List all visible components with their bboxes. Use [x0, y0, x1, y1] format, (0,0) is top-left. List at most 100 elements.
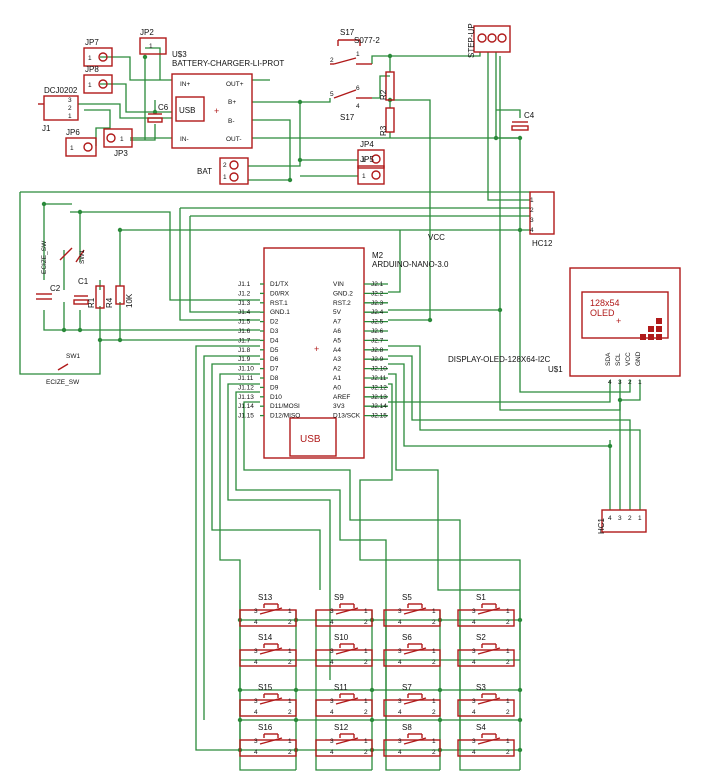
nano-left-pin-label: D8 — [270, 375, 279, 382]
nano-left-pin-label: D1/TX — [270, 281, 289, 288]
nano-right-pin-label: 3V3 — [333, 403, 345, 410]
capacitor-c6: C6 — [147, 103, 169, 123]
svg-text:2: 2 — [506, 619, 510, 626]
svg-text:2: 2 — [628, 515, 632, 522]
keypad-switch-label: S8 — [402, 723, 412, 732]
svg-text:4: 4 — [608, 515, 612, 522]
nano-left-pin-label: D9 — [270, 384, 279, 391]
bat-label: BAT — [197, 167, 212, 176]
svg-text:R4: R4 — [105, 297, 114, 308]
jumper-jp6: 1 JP6 — [65, 128, 97, 157]
svg-text:3: 3 — [472, 648, 476, 655]
s17-value: S077-2 — [354, 36, 380, 45]
charger-name: U$3 — [172, 50, 187, 59]
wire-layer — [19, 47, 641, 771]
hc12-connector: 1 2 3 4 HC12 — [529, 191, 555, 248]
nano-left-pin-label: D7 — [270, 366, 279, 373]
svg-text:3: 3 — [254, 738, 258, 745]
nano-left-pin-num: J1.3 — [238, 300, 251, 307]
nano-right-pin-num: J2.11 — [371, 375, 387, 382]
charger-out-minus: OUT- — [226, 136, 242, 143]
nano-right-pin-label: A3 — [333, 356, 341, 363]
svg-text:1: 1 — [364, 608, 368, 615]
nano-right-pin-num: J2.10 — [371, 366, 387, 373]
resistor-r4: R4 10K — [105, 285, 134, 308]
nano-right-pin-num: J2.2 — [371, 290, 384, 297]
charger-usb-label: USB — [179, 106, 195, 115]
charger-b-plus: B+ — [228, 99, 236, 106]
svg-text:2: 2 — [364, 619, 368, 626]
nano-right-pin-num: J2.1 — [371, 281, 384, 288]
svg-text:3: 3 — [398, 608, 402, 615]
nano-right-pin-label: VIN — [333, 281, 344, 288]
nano-left-pin-num: J1.7 — [238, 337, 251, 344]
nano-right-pin-num: J2.5 — [371, 319, 384, 326]
svg-text:1: 1 — [362, 157, 366, 164]
jp8-label: JP8 — [85, 65, 99, 74]
charger-value: BATTERY-CHARGER-LI-PROT — [172, 59, 284, 68]
svg-text:4: 4 — [398, 619, 402, 626]
svg-text:4: 4 — [356, 103, 360, 110]
keypad-switch-label: S9 — [334, 593, 344, 602]
nano-right-pin-label: GND.2 — [333, 290, 353, 297]
nano-right-pin-num: J2.8 — [371, 347, 384, 354]
resistor-r2: R2 — [379, 71, 395, 101]
nano-right-pin-label: A0 — [333, 384, 341, 391]
charger-out-plus: OUT+ — [226, 81, 244, 88]
svg-text:1: 1 — [288, 698, 292, 705]
jp6-label: JP6 — [66, 128, 80, 137]
svg-text:3: 3 — [398, 698, 402, 705]
capacitor-c1: C1 — [73, 277, 89, 305]
nano-left-pin-num: J1.2 — [238, 290, 251, 297]
svg-text:3: 3 — [330, 608, 334, 615]
jp5-label: JP5 — [360, 155, 374, 164]
svg-text:2: 2 — [506, 709, 510, 716]
svg-text:2: 2 — [530, 207, 534, 214]
svg-text:2: 2 — [288, 659, 292, 666]
svg-text:2: 2 — [432, 749, 436, 756]
nano-right-pin-label: A2 — [333, 366, 341, 373]
keypad-switch-label: S11 — [334, 683, 348, 692]
capacitor-c4: C4 — [511, 111, 535, 131]
svg-text:3: 3 — [398, 648, 402, 655]
oled-value: DISPLAY-OLED-128X64-I2C — [448, 355, 550, 364]
svg-text:SW1: SW1 — [66, 353, 80, 360]
step-up-module: STEP-UP — [467, 23, 511, 58]
jumper-jp5: 1 JP5 — [357, 155, 385, 185]
oled-pin-num: 4 — [608, 379, 612, 386]
svg-text:2: 2 — [288, 749, 292, 756]
svg-text:3: 3 — [330, 698, 334, 705]
svg-text:2: 2 — [364, 709, 368, 716]
hc1-connector: 4 3 2 1 HC1 — [597, 509, 647, 534]
svg-text:4: 4 — [254, 749, 258, 756]
oled-screen-label: 128x54 — [590, 298, 620, 308]
oled-pin-name: SCL — [615, 353, 622, 366]
nano-left-pin-num: J1.15 — [238, 413, 254, 420]
svg-text:3: 3 — [472, 608, 476, 615]
nano-right-pin-num: J2.9 — [371, 356, 384, 363]
reset-switch-sw1b: SW1 ECIZE_SW — [46, 353, 80, 386]
svg-text:1: 1 — [362, 173, 366, 180]
s17-label-bottom: S17 — [340, 113, 355, 122]
nano-left-pin-num: J1.6 — [238, 328, 251, 335]
nano-left-pin-num: J1.9 — [238, 356, 251, 363]
svg-text:ECIZE_SW: ECIZE_SW — [41, 240, 48, 274]
svg-text:3: 3 — [530, 217, 534, 224]
svg-text:2: 2 — [330, 57, 334, 64]
jp4-label: JP4 — [360, 140, 374, 149]
svg-text:1: 1 — [88, 82, 92, 89]
keypad-switch-label: S4 — [476, 723, 486, 732]
svg-text:1: 1 — [432, 738, 436, 745]
nano-left-pin-label: D5 — [270, 347, 279, 354]
svg-text:3: 3 — [472, 698, 476, 705]
nano-left-pin-num: J1.12 — [238, 384, 254, 391]
